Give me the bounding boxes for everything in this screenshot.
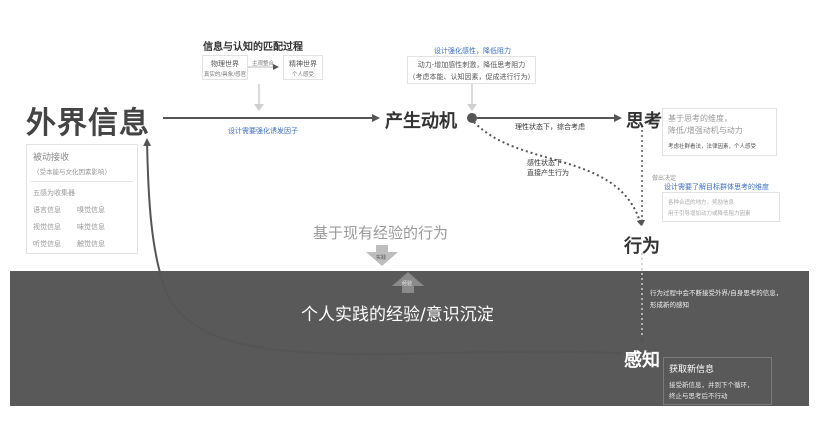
- experience-band: [10, 271, 809, 406]
- sense-item: 味觉信息: [77, 223, 105, 231]
- physical-world-box: 物理世界 真实的/具象/感官: [202, 55, 248, 80]
- sense-item: 视觉信息: [33, 223, 61, 231]
- physical-world-sub: 真实的/具象/感官: [203, 72, 247, 78]
- motive-note-line2: （考虑本能、认知因素，促成进行行为）: [408, 73, 535, 81]
- node-action: 行为: [624, 236, 660, 257]
- sense-item: 触觉信息: [77, 240, 105, 248]
- existing-behavior-label: 基于现有经验的行为: [313, 224, 449, 242]
- label-emotional-2: 直接产生行为: [527, 169, 569, 177]
- label-decision: 做出决定: [652, 175, 677, 182]
- passive-divider: [31, 181, 133, 182]
- label-design-stimulus: 设计需要强化诱发因子: [228, 127, 298, 135]
- sense-item: 听觉信息: [33, 240, 61, 248]
- new-info-line1: 接受新信息，并到下个循环，: [669, 381, 754, 389]
- motive-node-dot: [467, 113, 477, 123]
- motive-note-title: 设计强化感性，降低阻力: [434, 47, 511, 55]
- sense-item: 嗅觉信息: [77, 206, 105, 214]
- decision-line2: 用于引导增加动力或降低阻力因素: [668, 211, 751, 217]
- edge-perception-to-external: [143, 138, 623, 355]
- new-info-title: 获取新信息: [669, 365, 715, 375]
- mental-world-box: 精神世界 个人感受: [283, 55, 323, 80]
- sense-item: 语言信息: [33, 206, 61, 214]
- passive-subtitle: （受本能与文化因素影响）: [33, 168, 111, 176]
- match-process-title: 信息与认知的匹配过程: [203, 42, 303, 53]
- feedback-note-line2: 形成新的感知: [650, 301, 689, 309]
- thinking-line1: 基于思考的维度，: [668, 114, 732, 123]
- senses-title: 五感为收集器: [33, 189, 75, 197]
- band-title: 个人实践的经验/意识沉淀: [301, 305, 494, 325]
- node-thinking: 思考: [626, 111, 662, 132]
- node-motive: 产生动机: [385, 111, 457, 132]
- experience-arrow-shape: [392, 272, 424, 293]
- new-info-box: 获取新信息 接受新信息，并到下个循环， 终止与思考后不行动: [663, 357, 772, 405]
- motive-note-line1: 动力-增加感性刺激，降低思考阻力: [417, 61, 526, 69]
- feedback-note-line1: 行为过程中会不断接受外界/自身思考的信息，: [650, 289, 783, 297]
- practice-arrow-shape: [366, 245, 398, 266]
- mental-world-title: 精神世界: [289, 60, 317, 68]
- label-rational: 理性状态下，综合考虑: [515, 123, 585, 131]
- decision-box-title: 设计需要了解目标群体思考的维度: [664, 183, 769, 191]
- match-down-arrowhead: [254, 104, 264, 111]
- label-emotional-1: 感性状态下: [527, 159, 562, 167]
- mapping-label: 主观整合: [252, 61, 275, 67]
- experience-label: 经验: [402, 281, 413, 287]
- passive-receive-box: 被动接收 （受本能与文化因素影响） 五感为收集器 语言信息 嗅觉信息 视觉信息 …: [26, 144, 138, 254]
- physical-world-title: 物理世界: [211, 60, 239, 68]
- node-perception: 感知: [624, 350, 660, 371]
- thinking-line3: 考虑社群看法，法律因素，个人感受: [668, 144, 757, 150]
- passive-title: 被动接收: [33, 153, 70, 163]
- thinking-line2: 降低/增强动机与动力: [668, 126, 743, 135]
- motive-note-box: 动力-增加感性刺激，降低思考阻力 （考虑本能、认知因素，促成进行行为）: [407, 56, 536, 84]
- decision-line1: 各种合适的地方，奖励信息: [668, 200, 735, 206]
- thinking-box: 基于思考的维度， 降低/增强动机与动力 考虑社群看法，法律因素，个人感受: [662, 108, 777, 156]
- node-external-info: 外界信息: [26, 106, 150, 141]
- practice-label: 实践: [376, 255, 387, 261]
- decision-box: 各种合适的地方，奖励信息 用于引导增加动力或降低阻力因素: [662, 192, 780, 222]
- mental-world-sub: 个人感受: [291, 72, 314, 78]
- new-info-line2: 终止与思考后不行动: [669, 392, 728, 400]
- motive-down-arrowhead: [467, 104, 477, 111]
